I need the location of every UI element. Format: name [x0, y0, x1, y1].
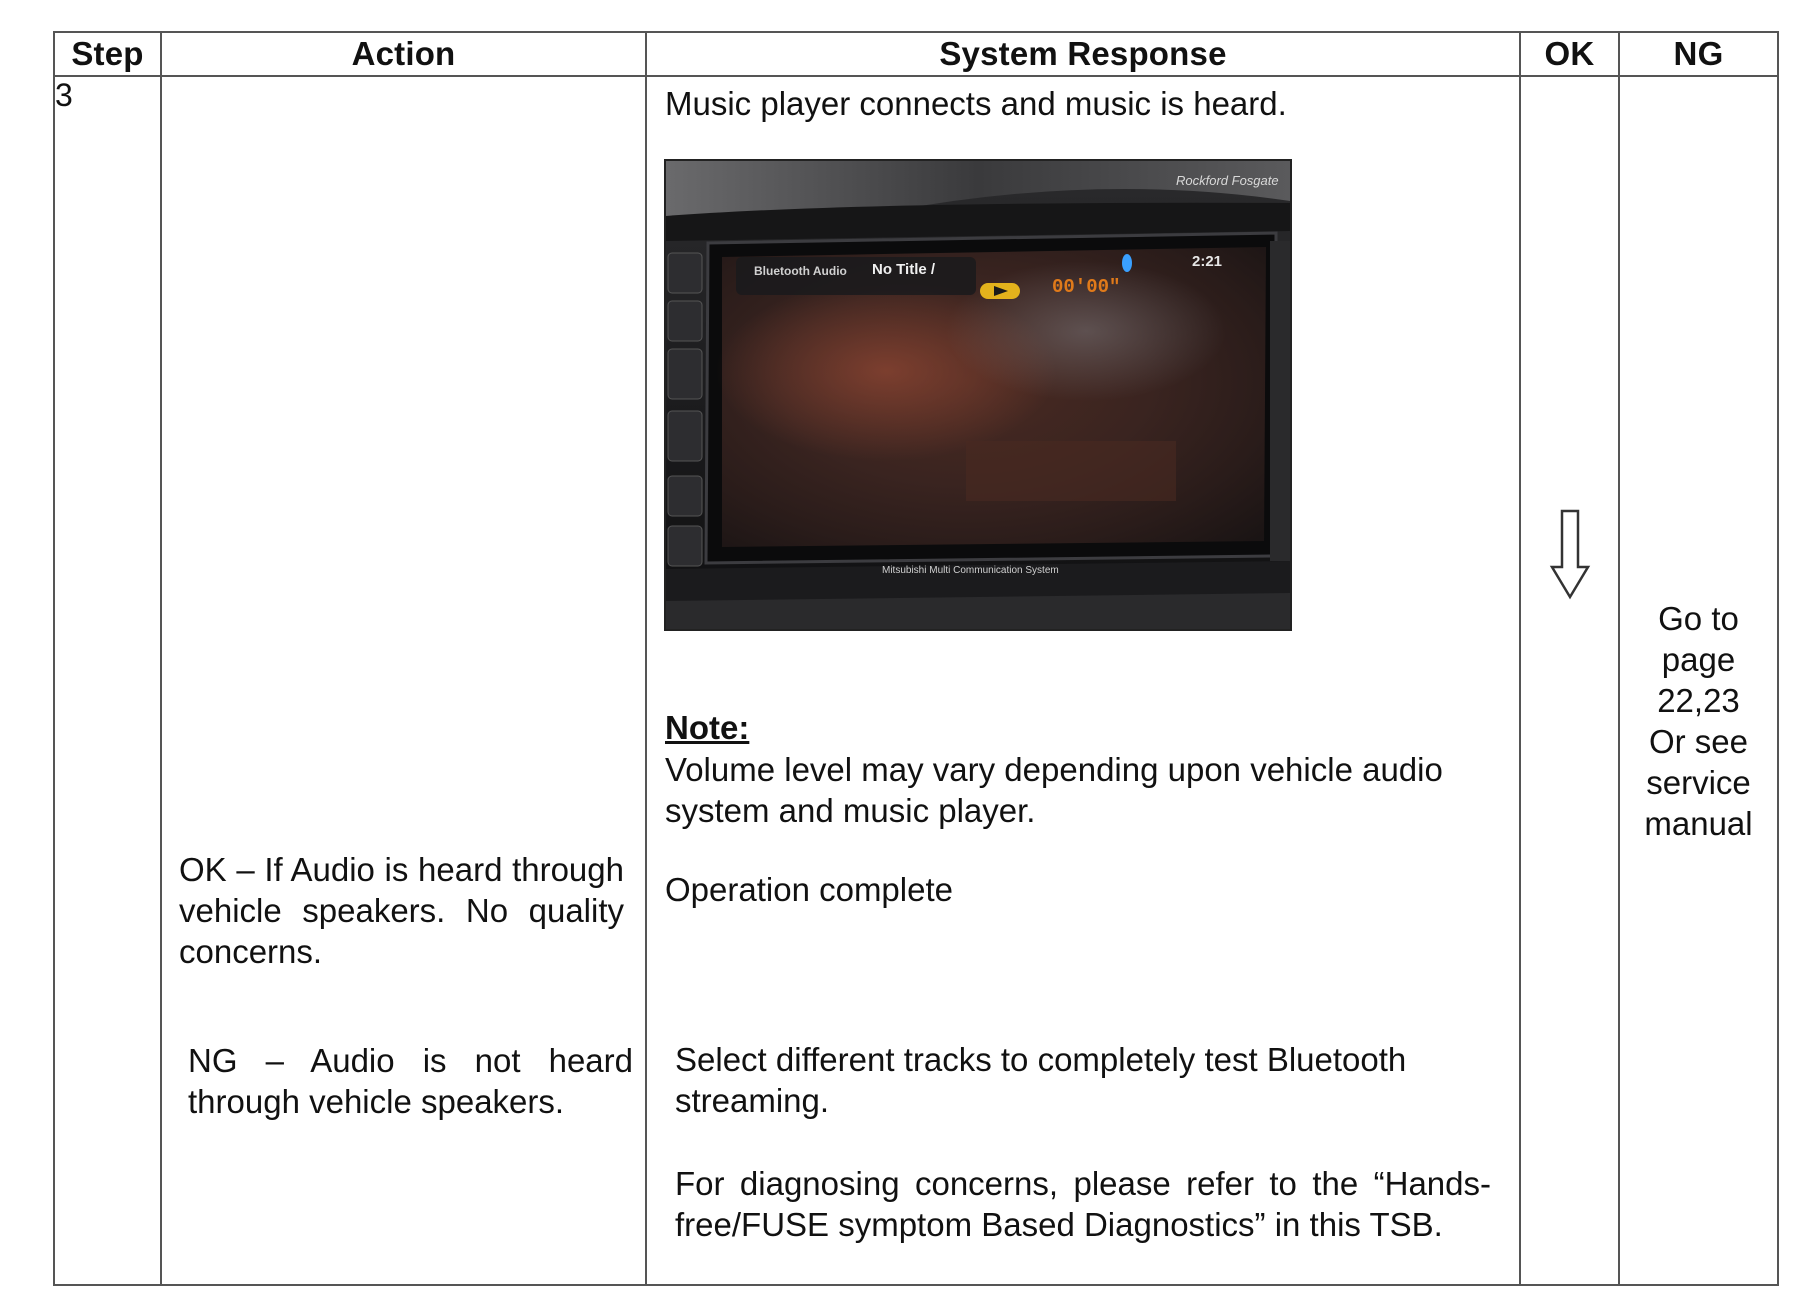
action-ok-text: OK – If Audio is heard through vehicle s…	[179, 851, 624, 970]
ng-cell: Go to page 22,23 Or see service manual	[1618, 75, 1779, 1286]
ng-line: page	[1661, 641, 1736, 678]
select-tracks-text: Select different tracks to completely te…	[675, 1041, 1407, 1119]
step-number: 3	[53, 75, 162, 1286]
photo-elapsed-time: 00'00"	[1052, 276, 1121, 298]
ng-instructions: Go to page 22,23 Or see service manual	[1620, 598, 1777, 844]
action-cell: OK – If Audio is heard through vehicle s…	[160, 75, 647, 1286]
system-response-cell: Music player connects and music is heard…	[645, 75, 1521, 1286]
header-ok: OK	[1519, 31, 1620, 77]
table-row: 3 OK – If Audio is heard through vehicle…	[53, 75, 1779, 1286]
note-text: Volume level may vary depending upon veh…	[665, 751, 1443, 829]
ng-line: 22,23	[1657, 682, 1740, 719]
header-system-response: System Response	[645, 31, 1521, 77]
note-title: Note:	[665, 709, 750, 746]
action-ng-text: NG – Audio is not heard through vehicle …	[188, 1042, 633, 1120]
operation-complete-text: Operation complete	[665, 871, 953, 908]
photo-track-title: No Title /	[872, 261, 936, 278]
photo-bezel-caption: Mitsubishi Multi Communication System	[882, 565, 1059, 576]
response-first-line: Music player connects and music is heard…	[665, 85, 1287, 122]
head-unit-illustration	[666, 161, 1290, 629]
procedure-sheet: Step Action System Response OK NG 3 OK –…	[53, 31, 1779, 1286]
ng-line: service	[1646, 764, 1751, 801]
ok-cell	[1519, 75, 1620, 1286]
head-unit-photo: Rockford Fosgate Bluetooth Audio No Titl…	[664, 159, 1292, 631]
ng-line: manual	[1644, 805, 1753, 842]
ng-line: Or see	[1648, 723, 1749, 760]
ng-line: Go to	[1658, 600, 1739, 637]
photo-brand: Rockford Fosgate	[1176, 173, 1279, 188]
header-row: Step Action System Response OK NG	[53, 31, 1779, 77]
diagnosing-text: For diagnosing concerns, please refer to…	[675, 1165, 1491, 1243]
photo-clock: 2:21	[1192, 253, 1223, 270]
header-action: Action	[160, 31, 647, 77]
header-ng: NG	[1618, 31, 1779, 77]
down-arrow-icon	[1549, 509, 1591, 600]
procedure-table: Step Action System Response OK NG 3 OK –…	[53, 31, 1779, 1286]
header-step: Step	[53, 31, 162, 77]
photo-source-label: Bluetooth Audio	[754, 264, 847, 278]
